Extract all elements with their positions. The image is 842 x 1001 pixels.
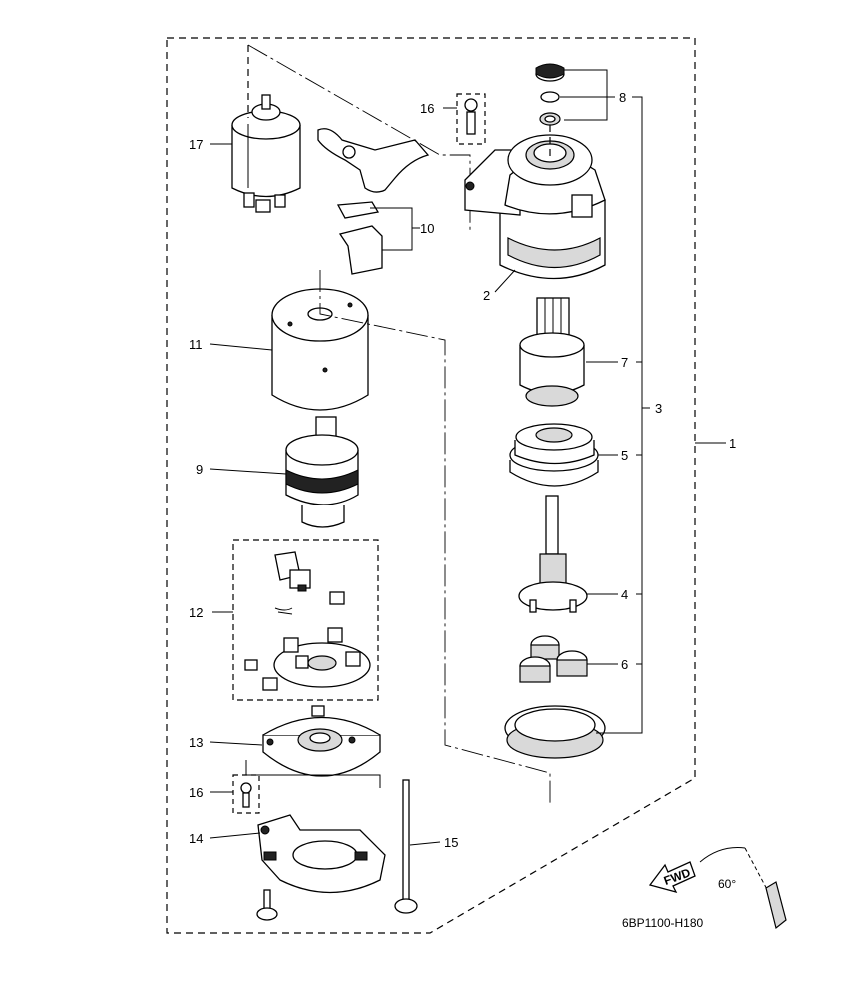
- outboard-icon: [765, 881, 787, 930]
- part-15-through-bolt[interactable]: [394, 779, 418, 914]
- callout-10: 10: [420, 221, 434, 236]
- ring-gear: [504, 705, 606, 759]
- part-2-front-housing[interactable]: [464, 134, 606, 280]
- callout-7: 7: [621, 355, 628, 370]
- part-12-brush-holder-set[interactable]: [232, 539, 379, 701]
- part-9-armature[interactable]: [285, 416, 359, 528]
- callout-12: 12: [189, 605, 203, 620]
- callout-14: 14: [189, 831, 203, 846]
- part-8-bush-set[interactable]: [535, 63, 565, 126]
- callout-2: 2: [483, 288, 490, 303]
- drawing-code: 6BP1100-H180: [622, 916, 703, 930]
- part-5-plate[interactable]: [509, 423, 599, 487]
- callout-16-top: 16: [420, 101, 434, 116]
- callout-6: 6: [621, 657, 628, 672]
- callout-17: 17: [189, 137, 203, 152]
- leader-lines: [209, 69, 726, 846]
- callout-4: 4: [621, 587, 628, 602]
- part-4-shaft[interactable]: [518, 495, 588, 613]
- callout-5: 5: [621, 448, 628, 463]
- part-11-yoke[interactable]: [271, 288, 369, 411]
- angle-label: 60°: [718, 877, 736, 891]
- part-16-screw-lower[interactable]: [232, 774, 260, 814]
- fwd-arrow-icon: [648, 861, 696, 894]
- callout-11: 11: [189, 337, 203, 352]
- callout-8: 8: [619, 90, 626, 105]
- callout-9: 9: [196, 462, 203, 477]
- part-6-planetary-gears[interactable]: [519, 635, 588, 683]
- callout-16-lower: 16: [189, 785, 203, 800]
- part-7-pinion-clutch[interactable]: [519, 297, 585, 407]
- callout-3: 3: [655, 401, 662, 416]
- part-14-bolt: [256, 889, 278, 921]
- part-16-screw-top[interactable]: [456, 93, 486, 145]
- assembly-boundary: [166, 37, 696, 934]
- part-17-solenoid[interactable]: [231, 94, 301, 213]
- callout-15: 15: [444, 835, 458, 850]
- callout-13: 13: [189, 735, 203, 750]
- part-13-rear-bracket[interactable]: [262, 705, 381, 777]
- callout-1: 1: [729, 436, 736, 451]
- part-14-cover[interactable]: [257, 814, 386, 894]
- part-10-shift-lever-set[interactable]: [317, 128, 430, 275]
